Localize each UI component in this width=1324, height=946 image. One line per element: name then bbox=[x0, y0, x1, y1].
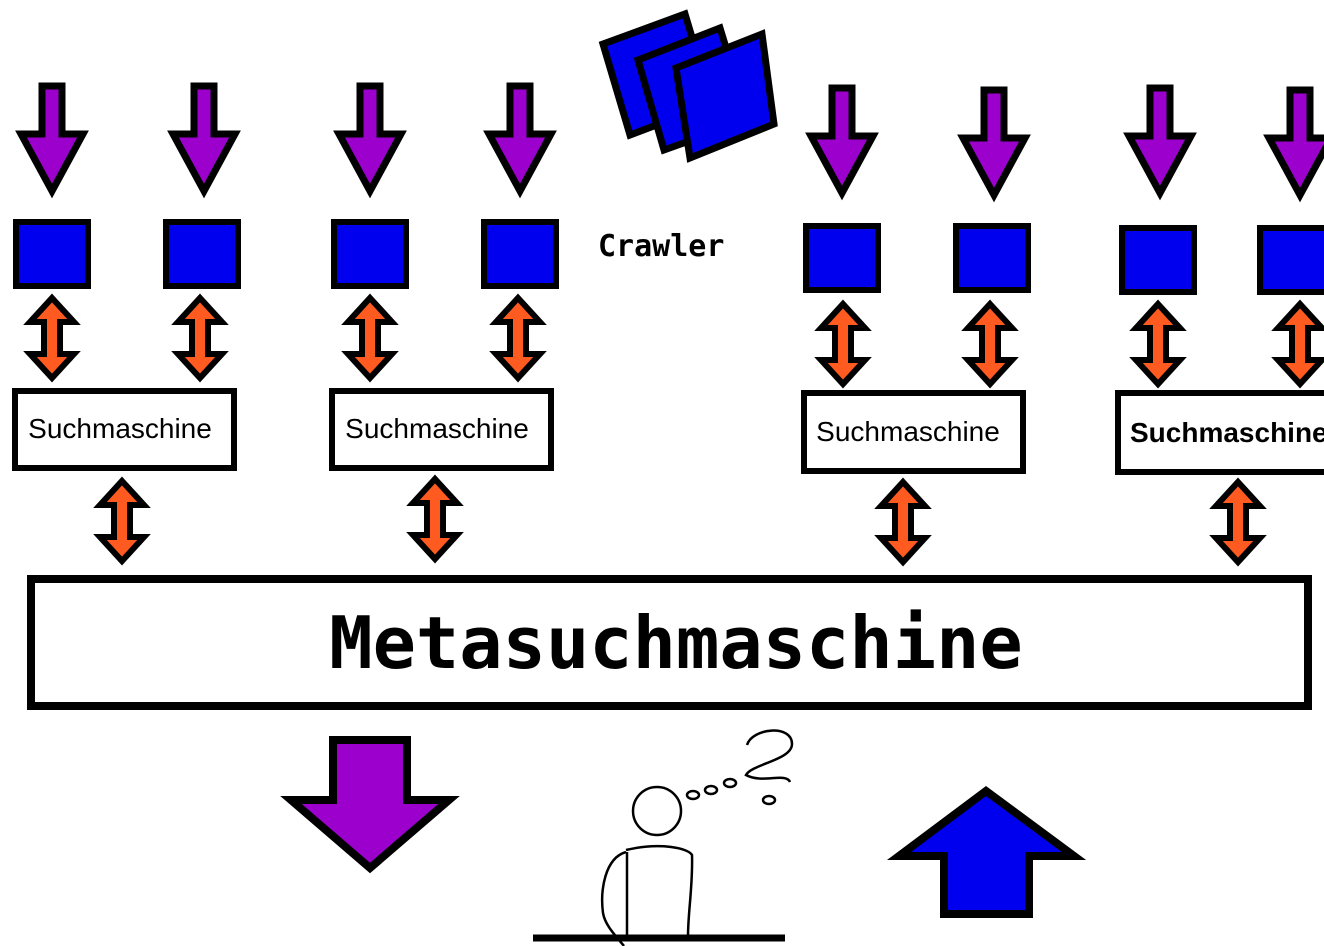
down-arrow-icon bbox=[280, 736, 460, 874]
double-arrow-icon bbox=[496, 298, 540, 378]
double-arrow-icon bbox=[100, 481, 144, 561]
search-engine-label: Suchmaschine bbox=[1130, 417, 1324, 448]
double-arrow-icon bbox=[413, 479, 457, 559]
down-arrow-icon bbox=[1129, 88, 1191, 193]
search-engine-box: Suchmaschine bbox=[801, 390, 1026, 474]
search-engine-label: Suchmaschine bbox=[28, 413, 212, 444]
index-node bbox=[484, 222, 556, 286]
double-arrow-icon bbox=[1216, 482, 1260, 562]
double-arrow-icon bbox=[881, 482, 925, 562]
double-arrow-icon bbox=[178, 298, 222, 378]
index-node bbox=[1122, 228, 1194, 292]
index-node bbox=[166, 222, 238, 286]
index-node bbox=[1260, 228, 1324, 292]
search-engine-label: Suchmaschine bbox=[345, 413, 529, 444]
down-arrow-icon bbox=[339, 86, 401, 191]
search-engine-box: Suchmaschine bbox=[329, 388, 554, 471]
search-engine-label: Suchmaschine bbox=[816, 416, 1000, 447]
index-node bbox=[956, 226, 1028, 290]
crawler-label: Crawler bbox=[598, 229, 724, 264]
down-arrow-icon bbox=[811, 88, 873, 193]
index-node bbox=[806, 226, 878, 290]
meta-search-engine-label: Metasuchmaschine bbox=[329, 601, 1023, 685]
index-node bbox=[16, 222, 88, 286]
down-arrow-icon bbox=[1269, 90, 1324, 195]
crawler-pages-icon bbox=[598, 9, 778, 163]
index-node bbox=[334, 222, 406, 286]
down-arrow-icon bbox=[173, 86, 235, 191]
down-arrow-icon bbox=[963, 90, 1025, 195]
down-arrow-icon bbox=[21, 86, 83, 191]
thinking-user-icon bbox=[533, 729, 794, 946]
meta-search-engine-box: Metasuchmaschine bbox=[27, 575, 1312, 710]
double-arrow-icon bbox=[968, 304, 1012, 384]
double-arrow-icon bbox=[821, 304, 865, 384]
up-arrow-icon bbox=[886, 786, 1087, 918]
double-arrow-icon bbox=[1278, 304, 1322, 384]
double-arrow-icon bbox=[1136, 304, 1180, 384]
search-engine-box: Suchmaschine bbox=[1115, 390, 1324, 475]
double-arrow-icon bbox=[348, 298, 392, 378]
search-engine-box: Suchmaschine bbox=[12, 388, 237, 471]
down-arrow-icon bbox=[489, 86, 551, 191]
double-arrow-icon bbox=[30, 298, 74, 378]
